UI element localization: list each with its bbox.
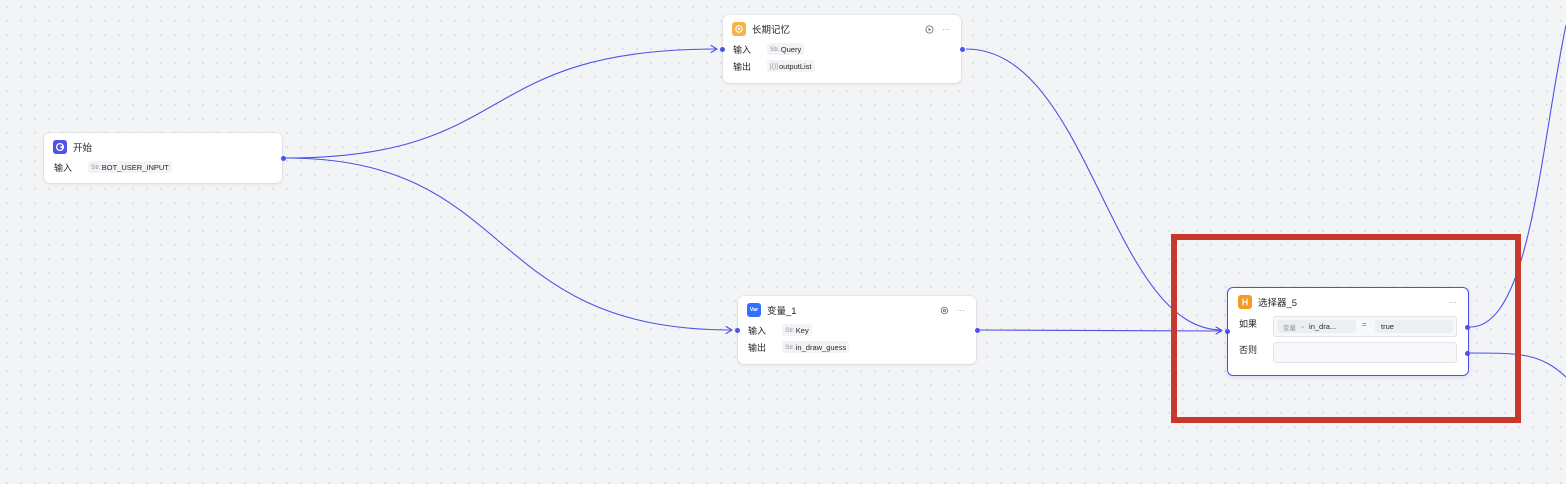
selector-if-label: 如果 — [1239, 319, 1258, 329]
variable-node[interactable]: Var 变量_1 ··· 输入 Str. Key 输出 Str. in_draw… — [735, 296, 980, 364]
variable-input-type: Str. — [785, 326, 795, 334]
memory-node-header: 长期记忆 ··· — [732, 22, 952, 36]
start-input-value: BOT_USER_INPUT — [101, 162, 169, 172]
if-branch-icon — [1238, 295, 1252, 309]
play-icon[interactable] — [924, 24, 934, 34]
selector-node-title: 选择器_5 — [1258, 298, 1298, 309]
memory-input-tag: Str. Query — [767, 43, 805, 55]
selector-input-port[interactable] — [1224, 328, 1230, 334]
memory-input-label: 输入 — [733, 44, 752, 55]
memory-icon — [732, 22, 746, 36]
selector-if-output-port[interactable] — [1465, 325, 1470, 330]
condition-ref-label: 变量 — [1283, 324, 1296, 332]
variable-output-label: 输出 — [748, 342, 767, 353]
memory-input-row: 输入 Str. Query — [733, 42, 951, 56]
memory-output-port[interactable] — [959, 46, 965, 52]
variable-node-actions: ··· — [939, 305, 967, 315]
memory-node-title: 长期记忆 — [752, 25, 791, 36]
memory-input-value: Query — [780, 44, 802, 54]
chevron-down-icon: ⌄ — [1300, 324, 1306, 330]
start-input-row: 输入 Str. BOT_USER_INPUT — [54, 160, 272, 174]
condition-value: true — [1381, 322, 1394, 331]
memory-node[interactable]: 长期记忆 ··· 输入 Str. Query 输出 [{}] outputLis… — [720, 15, 965, 83]
selector-node-actions: ··· — [1447, 297, 1459, 307]
condition-variable-name: in_dra... — [1309, 322, 1337, 331]
variable-output-tag: Str. in_draw_guess — [782, 341, 850, 353]
arrowhead-variable — [725, 325, 733, 335]
start-icon — [53, 140, 67, 154]
selector-else-label: 否则 — [1239, 345, 1258, 355]
selector-node-header: 选择器_5 ··· — [1238, 295, 1459, 309]
variable-input-tag: Str. Key — [782, 324, 812, 336]
variable-output-type: Str. — [785, 343, 795, 351]
edge-selector-if-out — [1469, 24, 1566, 328]
start-node-header: 开始 — [53, 140, 273, 154]
edge-start-to-memory — [284, 48, 718, 159]
variable-output-port[interactable] — [974, 327, 980, 333]
start-input-label: 输入 — [54, 162, 73, 173]
edge-selector-else-out — [1469, 352, 1566, 378]
memory-input-type: Str. — [770, 45, 780, 53]
more-icon[interactable]: ··· — [942, 24, 950, 34]
start-node-title: 开始 — [73, 143, 93, 154]
edge-memory-to-selector — [965, 48, 1223, 331]
memory-output-label: 输出 — [733, 61, 752, 72]
arrowhead-memory — [710, 44, 718, 54]
start-node[interactable]: 开始 输入 Str. BOT_USER_INPUT — [44, 133, 286, 183]
more-icon[interactable]: ··· — [957, 305, 965, 315]
memory-output-value: outputList — [778, 61, 812, 71]
condition-value-field[interactable]: true — [1375, 320, 1453, 333]
selector-else-output-port[interactable] — [1465, 351, 1470, 356]
selector-else-box[interactable] — [1273, 342, 1457, 363]
memory-output-type: [{}] — [770, 62, 778, 70]
start-input-type: Str. — [91, 163, 101, 171]
variable-icon: Var — [747, 303, 761, 317]
settings-icon[interactable] — [939, 305, 949, 315]
variable-input-row: 输入 Str. Key — [748, 323, 966, 337]
start-output-port[interactable] — [280, 155, 286, 161]
edge-start-to-variable — [284, 157, 733, 331]
selector-node[interactable]: 选择器_5 ··· 如果 变量 ⌄ in_dra... = true 否则 — [1224, 287, 1470, 376]
variable-input-label: 输入 — [748, 325, 767, 336]
variable-output-value: in_draw_guess — [795, 342, 847, 352]
memory-input-port[interactable] — [720, 46, 725, 52]
variable-output-row: 输出 Str. in_draw_guess — [748, 340, 966, 354]
edge-variable-to-selector — [979, 329, 1223, 332]
condition-operator[interactable]: = — [1362, 320, 1367, 329]
memory-node-actions: ··· — [924, 24, 952, 34]
memory-output-row: 输出 [{}] outputList — [733, 59, 951, 73]
arrowhead-selector — [1215, 326, 1223, 335]
variable-node-header: Var 变量_1 ··· — [747, 303, 967, 317]
start-input-tag: Str. BOT_USER_INPUT — [88, 161, 172, 173]
selector-condition-box[interactable]: 变量 ⌄ in_dra... = true — [1273, 316, 1457, 337]
variable-input-value: Key — [795, 325, 809, 335]
memory-output-tag: [{}] outputList — [767, 60, 815, 72]
more-icon[interactable]: ··· — [1449, 297, 1457, 307]
variable-node-title: 变量_1 — [767, 306, 797, 317]
condition-variable-select[interactable]: 变量 ⌄ in_dra... — [1277, 320, 1356, 333]
variable-input-port[interactable] — [735, 327, 740, 333]
